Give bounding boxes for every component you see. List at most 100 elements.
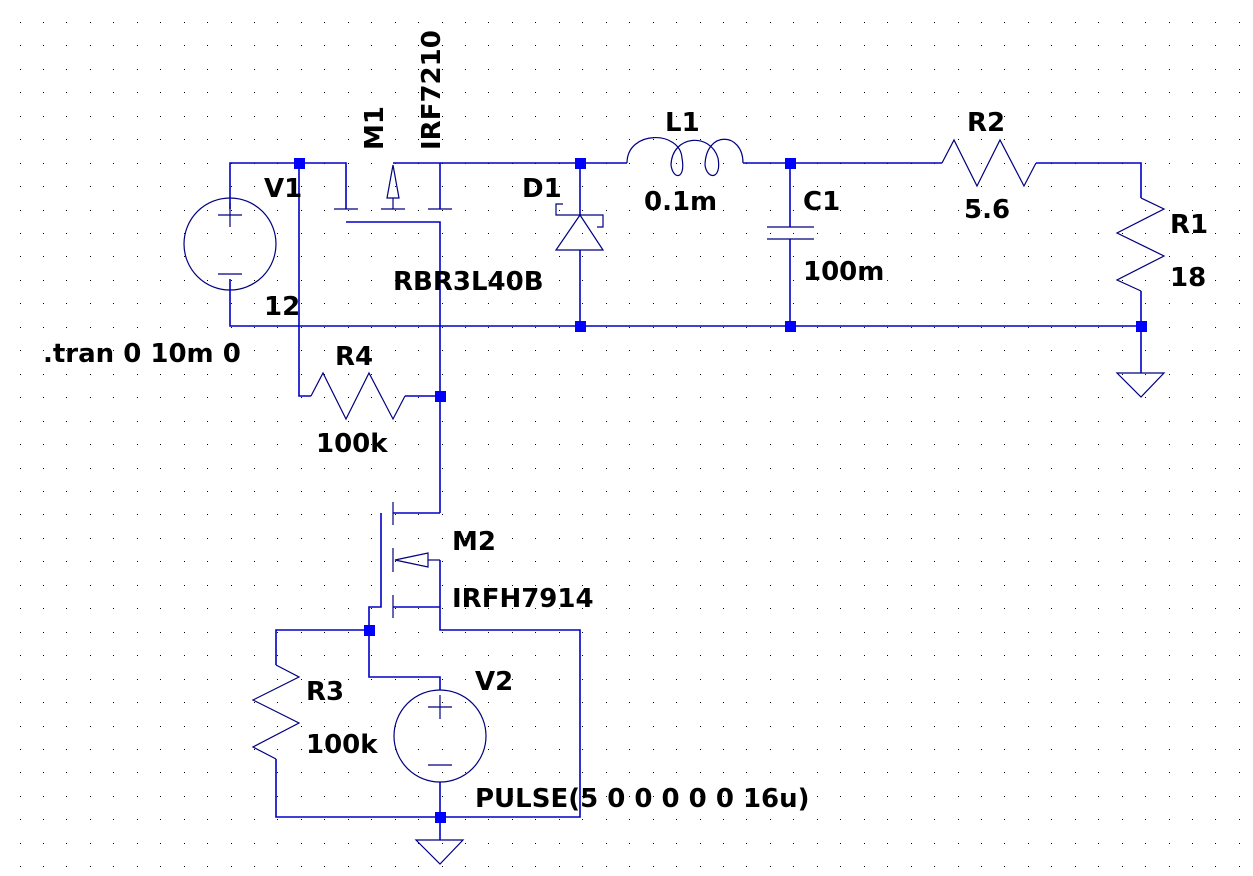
grid-dot xyxy=(981,702,982,703)
grid-dot xyxy=(488,92,489,93)
grid-dot xyxy=(90,561,91,562)
grid-dot xyxy=(137,468,138,469)
capacitor-c1[interactable] xyxy=(767,226,814,240)
label-r4-value[interactable]: 100k xyxy=(316,429,388,459)
label-m2-name[interactable]: M2 xyxy=(452,527,496,557)
grid-dot xyxy=(606,421,607,422)
grid-dot xyxy=(1215,45,1216,46)
label-m1-value[interactable]: IRF7210 xyxy=(417,30,447,150)
grid-dot xyxy=(395,679,396,680)
resistor-r3[interactable] xyxy=(251,664,301,760)
grid-dot xyxy=(395,772,396,773)
grid-dot xyxy=(981,866,982,867)
label-r3-value[interactable]: 100k xyxy=(306,730,378,760)
label-v1-name[interactable]: V1 xyxy=(264,174,302,204)
resistor-r1[interactable] xyxy=(1115,197,1166,292)
grid-dot xyxy=(254,796,255,797)
resistor-r4[interactable] xyxy=(310,371,406,421)
label-v1-value[interactable]: 12 xyxy=(264,292,300,322)
grid-dot xyxy=(20,468,21,469)
grid-dot xyxy=(1028,632,1029,633)
wire[interactable] xyxy=(229,279,1141,327)
voltage-source-v1[interactable] xyxy=(183,197,277,291)
grid-dot xyxy=(137,843,138,844)
label-r3-name[interactable]: R3 xyxy=(306,677,344,707)
grid-dot xyxy=(20,69,21,70)
grid-dot xyxy=(137,350,138,351)
grid-dot xyxy=(465,280,466,281)
wire[interactable] xyxy=(275,629,441,690)
label-r1-value[interactable]: 18 xyxy=(1170,263,1206,293)
grid-dot xyxy=(559,772,560,773)
grid-dot xyxy=(1075,280,1076,281)
grid-dot xyxy=(653,45,654,46)
grid-dot xyxy=(137,772,138,773)
wire[interactable] xyxy=(346,221,441,513)
voltage-source-v2[interactable] xyxy=(393,689,487,783)
wire[interactable] xyxy=(1036,162,1142,198)
label-c1-value[interactable]: 100m xyxy=(803,257,884,287)
grid-dot xyxy=(1169,92,1170,93)
wire[interactable] xyxy=(298,163,311,397)
grid-dot xyxy=(934,350,935,351)
spice-directive[interactable]: .tran 0 10m 0 xyxy=(43,339,241,369)
wire[interactable] xyxy=(368,513,382,630)
label-r2-value[interactable]: 5.6 xyxy=(964,195,1010,225)
grid-dot xyxy=(793,514,794,515)
grid-dot xyxy=(137,45,138,46)
label-d1-value[interactable]: RBR3L40B xyxy=(393,267,544,297)
grid-dot xyxy=(66,538,67,539)
grid-dot xyxy=(817,726,818,727)
grid-dot xyxy=(770,749,771,750)
grid-dot xyxy=(348,819,349,820)
label-c1-name[interactable]: C1 xyxy=(803,187,840,217)
grid-dot xyxy=(43,702,44,703)
grid-dot xyxy=(958,632,959,633)
grid-dot xyxy=(184,866,185,867)
nmos-m2[interactable] xyxy=(392,502,440,618)
grid-dot xyxy=(1239,608,1240,609)
grid-dot xyxy=(1004,139,1005,140)
grid-dot xyxy=(465,608,466,609)
grid-dot xyxy=(793,45,794,46)
label-r2-name[interactable]: R2 xyxy=(967,108,1005,138)
label-v2-value[interactable]: PULSE(5 0 0 0 0 0 16u) xyxy=(475,784,810,814)
label-m1-name[interactable]: M1 xyxy=(360,106,390,150)
pmos-m1[interactable] xyxy=(334,164,452,210)
ground-icon[interactable] xyxy=(414,839,465,865)
label-l1-name[interactable]: L1 xyxy=(665,108,700,138)
grid-dot xyxy=(231,866,232,867)
grid-dot xyxy=(1145,374,1146,375)
grid-dot xyxy=(1145,210,1146,211)
grid-dot xyxy=(934,210,935,211)
grid-dot xyxy=(66,303,67,304)
grid-dot xyxy=(277,608,278,609)
grid-dot xyxy=(723,679,724,680)
label-m2-value[interactable]: IRFH7914 xyxy=(452,584,594,614)
grid-dot xyxy=(277,374,278,375)
grid-dot xyxy=(1239,163,1240,164)
ground-icon[interactable] xyxy=(1115,372,1166,398)
grid-dot xyxy=(442,561,443,562)
grid-dot xyxy=(770,303,771,304)
grid-dot xyxy=(348,350,349,351)
label-v2-name[interactable]: V2 xyxy=(475,667,513,697)
grid-dot xyxy=(113,22,114,23)
grid-dot xyxy=(1145,116,1146,117)
label-r4-name[interactable]: R4 xyxy=(335,342,373,372)
label-r1-name[interactable]: R1 xyxy=(1170,210,1208,240)
grid-dot xyxy=(582,749,583,750)
label-l1-value[interactable]: 0.1m xyxy=(644,187,717,217)
grid-dot xyxy=(90,303,91,304)
grid-dot xyxy=(653,256,654,257)
inductor-l1[interactable] xyxy=(626,137,744,176)
grid-dot xyxy=(1192,374,1193,375)
grid-dot xyxy=(371,561,372,562)
schottky-diode-d1[interactable] xyxy=(554,203,605,251)
grid-dot xyxy=(160,92,161,93)
wire[interactable] xyxy=(229,162,347,209)
grid-dot xyxy=(231,655,232,656)
label-d1-name[interactable]: D1 xyxy=(522,174,562,204)
resistor-r2[interactable] xyxy=(941,138,1037,188)
